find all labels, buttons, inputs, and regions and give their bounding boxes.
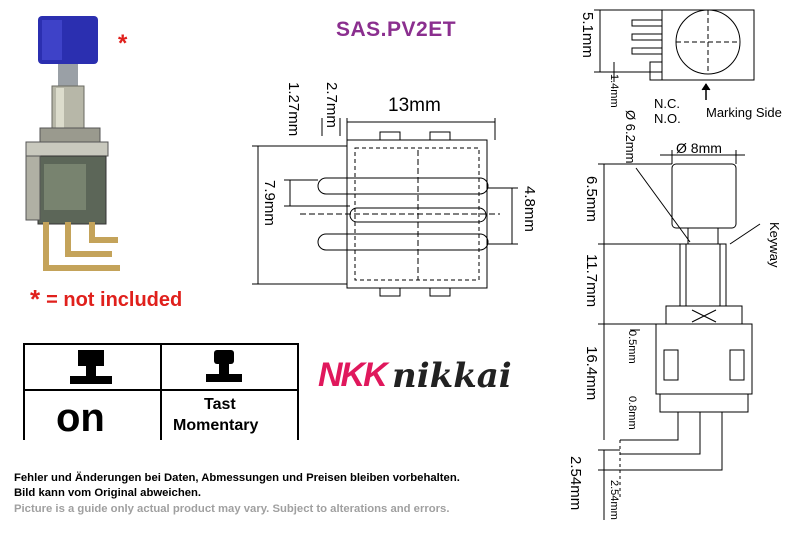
dim-shaft-dia: Ø 6.2mm [623,110,638,164]
label-nc: N.C. [654,96,680,111]
dim-pin-span: 4.8mm [521,186,538,232]
dim-bushing-height: 11.7mm [583,254,600,308]
mode-tast-label: Tast [204,396,236,413]
disclaimer-line-1: Fehler und Änderungen bei Daten, Abmessu… [14,472,460,484]
product-code: SAS.PV2ET [336,18,457,41]
not-included-label: = not included [46,289,183,311]
nkk-logo: NKK [318,356,388,394]
dim-pin-thick: 0.8mm [626,396,638,430]
mode-on-label: on [56,396,105,440]
disclaimer-line-3: Picture is a guide only actual product m… [14,503,450,515]
asterisk-marker: * [30,284,41,314]
dim-pitch-1: 2.54mm [567,456,584,511]
dim-cap-dia: Ø 8mm [676,140,722,156]
dim-width: 13mm [388,95,441,116]
nikkai-wordmark: nikkai [392,356,512,396]
dim-pin-offset: 1.4mm [608,74,620,108]
dim-top-height: 5.1mm [579,12,596,58]
label-marking-side: Marking Side [706,105,782,120]
dim-pin-width: 0.5mm [626,330,638,364]
dim-pitch-h: 2.7mm [323,82,340,128]
mode-momentary-label: Momentary [173,417,259,434]
momentary-switch-icon [206,350,242,382]
dim-cap-height: 6.5mm [583,176,600,222]
not-included-note: *= not included [30,284,182,315]
asterisk-marker: * [118,30,128,57]
dim-body-height: 16.4mm [583,346,600,401]
disclaimer-line-2: Bild kann vom Original abweichen. [14,487,202,499]
label-no: N.O. [654,111,681,126]
dim-height: 7.9mm [261,180,278,226]
label-keyway: Keyway [767,222,782,268]
dim-pitch-2: 2.54mm [608,480,620,520]
dim-pitch-v: 1.27mm [285,82,302,137]
on-switch-icon [70,350,112,384]
